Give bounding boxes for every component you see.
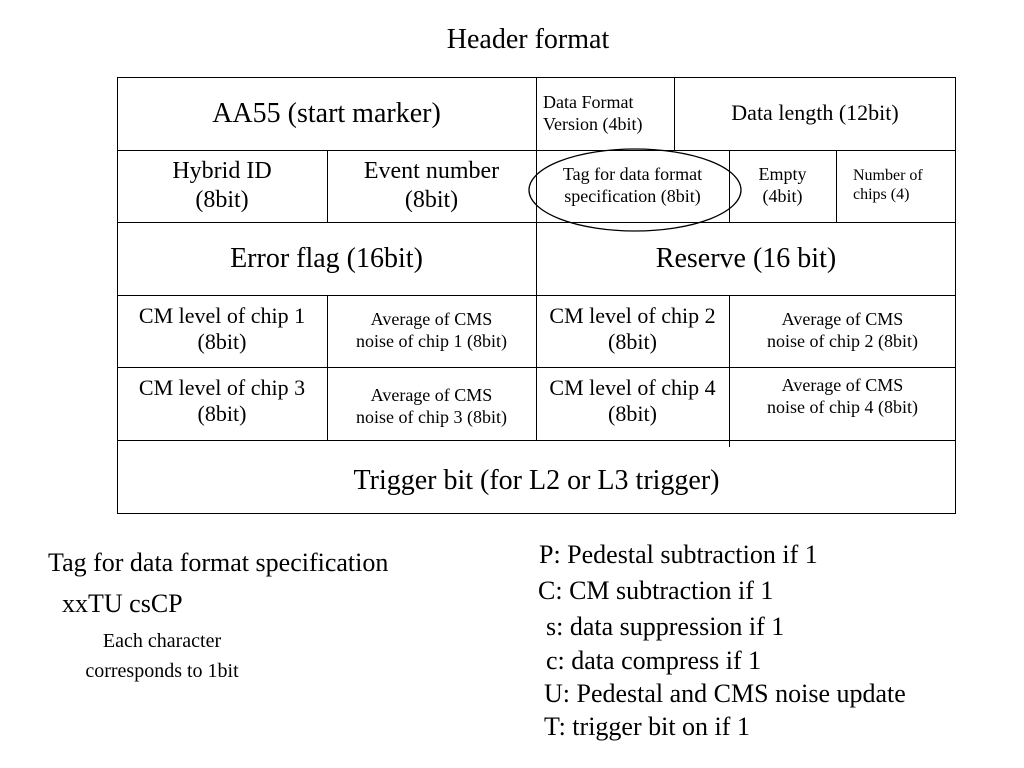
- cell-text-line: (8bit): [608, 329, 657, 355]
- cell-cm-level-chip-4: CM level of chip 4 (8bit): [536, 375, 729, 440]
- cell-text-line: Data Format: [543, 91, 634, 112]
- cell-empty: Empty (4bit): [729, 150, 836, 222]
- cell-text-line: (4bit): [762, 186, 803, 206]
- legend-item: T: trigger bit on if 1: [544, 712, 750, 741]
- cell-text-line: Tag for data format: [562, 164, 703, 185]
- cell-avg-cms-noise-chip-4: Average of CMS noise of chip 4 (8bit): [729, 375, 956, 440]
- cell-text: Average of CMS noise of chip 4 (8bit): [767, 375, 918, 418]
- cell-text: CM level of chip 1 (8bit): [139, 303, 305, 356]
- cell-text-line: Number of: [853, 167, 923, 184]
- cell-text-line: (8bit): [195, 187, 249, 213]
- cell-text-line: Version (4bit): [543, 113, 643, 134]
- tag-note-explanation: Each character corresponds to 1bit: [62, 626, 262, 686]
- legend-item: P: Pedestal subtraction if 1: [539, 540, 818, 569]
- legend-item: c: data compress if 1: [546, 646, 762, 675]
- row-divider: [117, 440, 956, 441]
- cell-avg-cms-noise-chip-1: Average of CMS noise of chip 1 (8bit): [327, 295, 536, 367]
- cell-text-line: Average of CMS: [370, 385, 493, 406]
- cell-text-line: noise of chip 4 (8bit): [767, 396, 918, 417]
- cell-data-length: Data length (12bit): [674, 77, 956, 150]
- cell-text-line: Average of CMS: [781, 309, 904, 330]
- col-divider: [327, 295, 328, 440]
- cell-text: Average of CMS noise of chip 3 (8bit): [356, 385, 507, 428]
- cell-text: Error flag (16bit): [230, 242, 423, 274]
- cell-avg-cms-noise-chip-3: Average of CMS noise of chip 3 (8bit): [327, 371, 536, 443]
- highlight-ellipse-shape: [528, 148, 742, 232]
- cell-avg-cms-noise-chip-2: Average of CMS noise of chip 2 (8bit): [729, 295, 956, 367]
- cell-trigger-bit: Trigger bit (for L2 or L3 trigger): [117, 449, 956, 513]
- cell-text-line: CM level of chip 4: [549, 375, 716, 400]
- col-divider: [729, 150, 730, 222]
- cell-text-line: Empty: [758, 164, 807, 185]
- cell-text: CM level of chip 4 (8bit): [549, 375, 715, 428]
- page-title: Header format: [446, 24, 610, 55]
- cell-text: CM level of chip 2 (8bit): [549, 303, 715, 356]
- col-divider: [536, 150, 537, 222]
- cell-text-line: Average of CMS: [781, 375, 904, 395]
- cell-number-of-chips: Number of chips (4): [853, 166, 956, 222]
- col-divider: [536, 222, 537, 295]
- cell-text-line: Hybrid ID: [172, 158, 272, 185]
- cell-data-format-version: Data Format Version (4bit): [543, 77, 674, 150]
- cell-cm-level-chip-2: CM level of chip 2 (8bit): [536, 303, 729, 367]
- cell-text-line: (8bit): [608, 401, 657, 427]
- highlight-ellipse: [528, 148, 742, 232]
- cell-text-line: (8bit): [197, 401, 247, 427]
- col-divider: [674, 77, 675, 150]
- table-border-bottom: [117, 513, 956, 514]
- tag-note-heading: Tag for data format specification: [48, 548, 389, 577]
- col-divider: [836, 150, 837, 222]
- cell-error-flag: Error flag (16bit): [117, 222, 536, 295]
- cell-cm-level-chip-1: CM level of chip 1 (8bit): [117, 303, 327, 367]
- cell-text: Data Format Version (4bit): [543, 92, 642, 135]
- cell-text: Empty (4bit): [759, 164, 807, 207]
- cell-event-number: Event number (8bit): [327, 150, 536, 222]
- legend-item: C: CM subtraction if 1: [538, 576, 774, 605]
- cell-text-line: noise of chip 3 (8bit): [356, 407, 507, 427]
- cell-text: CM level of chip 3 (8bit): [139, 375, 305, 428]
- cell-text-line: noise of chip 2 (8bit): [767, 331, 918, 351]
- cell-hybrid-id: Hybrid ID (8bit): [117, 150, 327, 222]
- cell-text-line: Event number: [363, 158, 500, 185]
- col-divider: [536, 295, 537, 440]
- cell-text: Average of CMS noise of chip 2 (8bit): [767, 309, 918, 352]
- legend-item: s: data suppression if 1: [546, 612, 785, 641]
- cell-text-line: specification (8bit): [564, 186, 701, 206]
- legend-item: U: Pedestal and CMS noise update: [544, 679, 906, 708]
- cell-cm-level-chip-3: CM level of chip 3 (8bit): [117, 375, 327, 440]
- cell-text-line: chips (4): [853, 186, 910, 204]
- cell-text-line: (8bit): [197, 329, 247, 355]
- cell-reserve: Reserve (16 bit): [536, 222, 956, 295]
- col-divider: [729, 295, 730, 447]
- cell-text: AA55 (start marker): [212, 97, 441, 129]
- cell-text: Data length (12bit): [731, 100, 899, 126]
- cell-text-line: CM level of chip 3: [138, 375, 306, 400]
- cell-text-line: CM level of chip 2: [549, 303, 716, 328]
- tag-note-explanation-line: corresponds to 1bit: [85, 660, 239, 682]
- cell-text: Average of CMS noise of chip 1 (8bit): [356, 309, 507, 352]
- tag-note-bits: xxTU csCP: [62, 589, 183, 618]
- cell-text: Hybrid ID (8bit): [172, 157, 271, 215]
- cell-text: Number of chips (4): [853, 166, 923, 204]
- header-format-table: AA55 (start marker) Data Format Version …: [117, 77, 956, 514]
- tag-note-explanation-line: Each character: [102, 630, 222, 652]
- cell-text-line: noise of chip 1 (8bit): [356, 331, 507, 351]
- cell-tag-format-spec: Tag for data format specification (8bit): [536, 150, 729, 222]
- cell-text-line: CM level of chip 1: [138, 303, 306, 328]
- cell-text-line: (8bit): [404, 187, 459, 213]
- cell-text: Reserve (16 bit): [655, 242, 837, 274]
- col-divider: [536, 77, 537, 150]
- cell-text: Tag for data format specification (8bit): [563, 164, 702, 207]
- cell-start-marker: AA55 (start marker): [117, 77, 536, 150]
- col-divider: [327, 150, 328, 222]
- cell-text-line: Average of CMS: [370, 309, 493, 330]
- cell-text: Event number (8bit): [364, 157, 499, 215]
- cell-text: Trigger bit (for L2 or L3 trigger): [353, 465, 720, 497]
